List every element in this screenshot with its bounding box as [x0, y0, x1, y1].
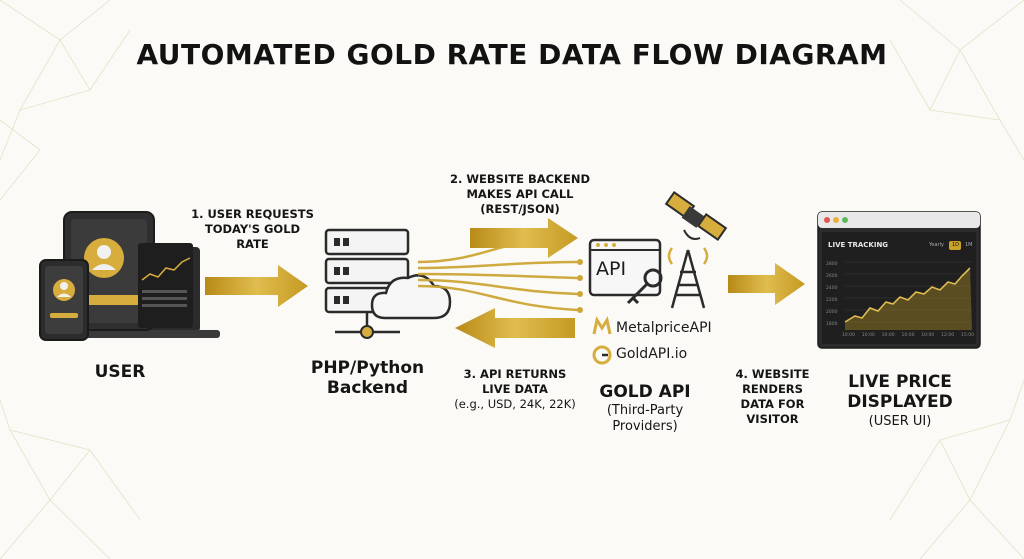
- api-card-icon: [588, 238, 662, 297]
- step3-line1: 3. API RETURNS: [463, 367, 567, 381]
- x-tick: 15:00: [960, 333, 974, 338]
- y-tick: 2200: [826, 298, 838, 303]
- step2-line3: (REST/JSON): [480, 202, 560, 216]
- page-title: AUTOMATED GOLD RATE DATA FLOW DIAGRAM: [136, 38, 888, 71]
- gold-api-sub-line2: Providers): [612, 419, 678, 434]
- step3-sub: (e.g., USD, 24K, 22K): [454, 397, 576, 411]
- backend-label-line2: Backend: [326, 378, 409, 398]
- step4-line2: RENDERS: [742, 382, 803, 396]
- arrow-api-to-display: [728, 263, 805, 305]
- step4-line4: VISITOR: [746, 412, 799, 426]
- arrow-user-to-backend: [205, 265, 308, 307]
- y-tick: 2000: [826, 310, 838, 315]
- step4-line1: 4. WEBSITE: [735, 367, 810, 381]
- provider-metalprice: MetalpriceAPI: [616, 320, 712, 336]
- step1-line1: 1. USER REQUESTS: [191, 207, 314, 221]
- price-line: [844, 267, 971, 323]
- tab-yearly[interactable]: Yearly: [929, 242, 944, 248]
- radio-tower-icon: [667, 247, 709, 309]
- tab-1m[interactable]: 1M: [965, 242, 973, 248]
- api-card-text: API: [596, 258, 627, 280]
- y-tick: 2400: [826, 286, 838, 291]
- gold-api-label: GOLD API: [599, 382, 691, 402]
- live-tracking-monitor: [817, 211, 981, 349]
- arrow-backend-to-api: [470, 218, 578, 258]
- key-icon: [626, 268, 663, 305]
- x-tick: 10:00: [901, 333, 915, 338]
- user-devices-icon: [39, 211, 220, 341]
- monitor-title: LIVE TRACKING: [828, 241, 889, 249]
- price-area: [845, 268, 972, 330]
- backend-label-line1: PHP/Python: [310, 358, 425, 378]
- step3-line2: LIVE DATA: [482, 382, 548, 396]
- step1-line2: TODAY'S GOLD: [204, 222, 301, 236]
- display-label-line2: DISPLAYED: [847, 392, 953, 412]
- y-tick: 1800: [826, 322, 838, 327]
- x-tick: 10:00: [881, 333, 895, 338]
- metalprice-logo-icon: [592, 316, 612, 335]
- x-tick: 10:00: [861, 333, 875, 338]
- display-label-line1: LIVE PRICE: [848, 372, 952, 392]
- monitor-y-axis-lines: [845, 261, 972, 323]
- x-tick: 12:00: [941, 333, 955, 338]
- display-sub: (USER UI): [868, 414, 932, 429]
- satellite-icon: [664, 190, 728, 242]
- provider-goldapi: GoldAPI.io: [616, 346, 688, 362]
- tab-1d-highlight: [949, 241, 961, 250]
- arrow-api-to-backend: [455, 308, 575, 348]
- goldapi-logo-icon: [592, 345, 612, 365]
- api-call-lines: [417, 236, 579, 312]
- tab-1d[interactable]: 1D: [952, 242, 960, 248]
- step2-line1: 2. WEBSITE BACKEND: [450, 172, 590, 186]
- x-tick: 10:00: [842, 333, 855, 338]
- step1-line3: RATE: [236, 237, 269, 251]
- y-tick: 2800: [826, 262, 838, 267]
- api-call-dots: [577, 259, 583, 313]
- x-tick: 10:00: [921, 333, 935, 338]
- y-tick: 2600: [826, 274, 838, 279]
- step4-line3: DATA FOR: [740, 397, 805, 411]
- user-label: USER: [94, 362, 146, 382]
- step2-line2: MAKES API CALL: [466, 187, 574, 201]
- gold-api-sub-line1: (Third-Party: [606, 403, 684, 418]
